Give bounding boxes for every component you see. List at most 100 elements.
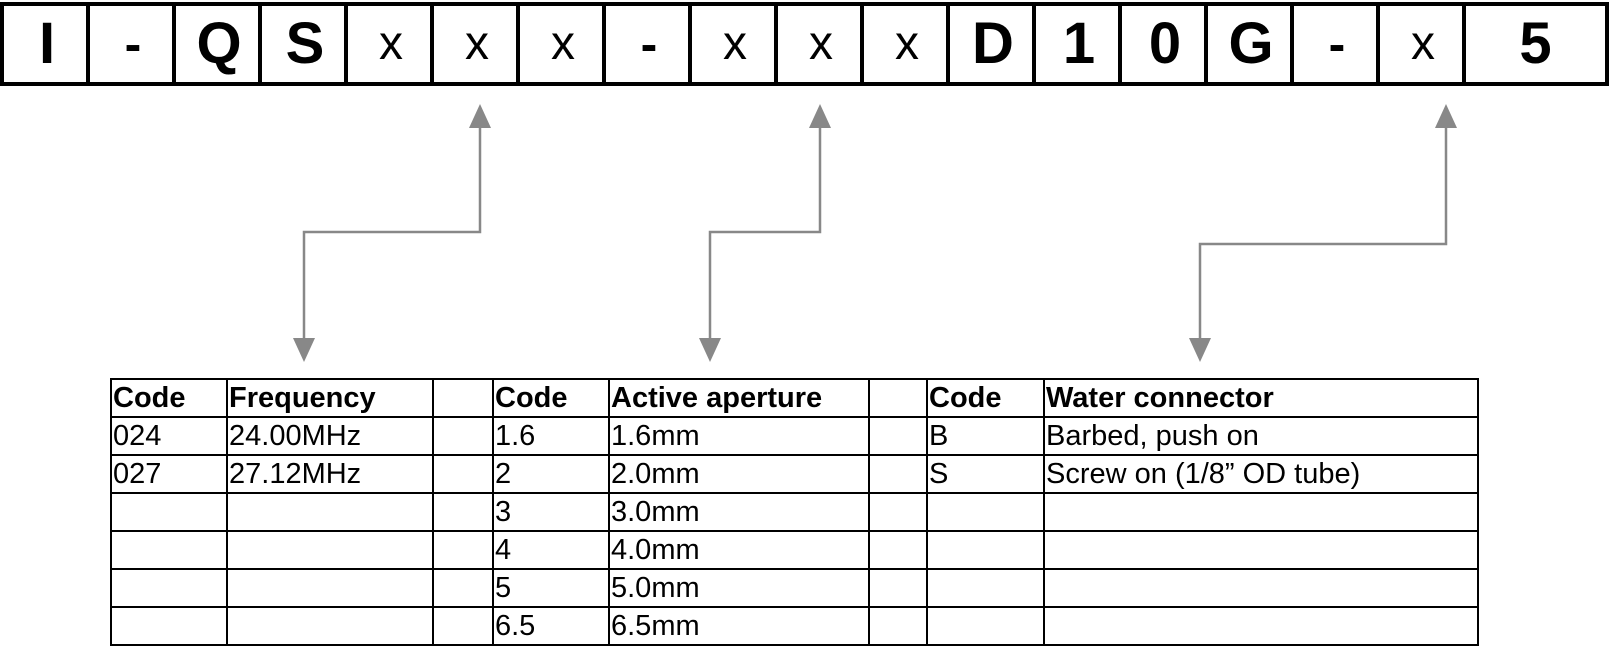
part-char-box: x	[344, 2, 434, 86]
part-char-box: 1	[1032, 2, 1122, 86]
water-connector-value-cell	[1043, 530, 1479, 570]
table-spacer-cell	[868, 416, 928, 456]
water-connector-code-cell	[926, 492, 1045, 532]
part-char: D	[972, 11, 1014, 76]
table-spacer-cell	[432, 416, 494, 456]
part-char: x	[1411, 17, 1435, 70]
water-connector-code-cell: B	[926, 416, 1045, 456]
frequency-code-cell: 024	[110, 416, 228, 456]
table-spacer-cell	[432, 568, 494, 608]
part-char: I	[38, 11, 56, 76]
aperture-value-cell: 5.0mm	[608, 568, 870, 608]
table-spacer-cell	[868, 378, 928, 418]
water-connector-value-cell	[1043, 568, 1479, 608]
water-connector-code-cell: S	[926, 454, 1045, 494]
water-connector-value-cell	[1043, 492, 1479, 532]
frequency-value-cell	[226, 530, 434, 570]
frequency-code-cell	[110, 530, 228, 570]
aperture-arrowhead-bottom	[699, 338, 721, 362]
part-char: x	[723, 17, 747, 70]
part-char-box: x	[516, 2, 606, 86]
aperture-value-cell: 3.0mm	[608, 492, 870, 532]
frequency-value-cell	[226, 492, 434, 532]
water-connector-value-cell	[1043, 606, 1479, 646]
frequency-code-cell	[110, 568, 228, 608]
part-char: x	[551, 17, 575, 70]
table-spacer-cell	[868, 454, 928, 494]
aperture-code-cell: 2	[492, 454, 610, 494]
aperture-arrowhead-top	[809, 104, 831, 128]
part-char-box: -	[86, 2, 176, 86]
part-char-box: x	[430, 2, 520, 86]
frequency-arrowhead-bottom	[293, 338, 315, 362]
part-char-box: 5	[1462, 2, 1609, 86]
aperture-value-cell: 1.6mm	[608, 416, 870, 456]
table-spacer-cell	[868, 606, 928, 646]
water-connector-value-cell: Screw on (1/8” OD tube)	[1043, 454, 1479, 494]
water-connector-header-value: Water connector	[1043, 378, 1479, 418]
frequency-value-cell	[226, 568, 434, 608]
part-char: Q	[196, 11, 242, 76]
part-char: x	[895, 17, 919, 70]
water-connector-value-cell: Barbed, push on	[1043, 416, 1479, 456]
water-connector-code-cell	[926, 530, 1045, 570]
water-connector-arrowhead-top	[1435, 104, 1457, 128]
aperture-arrow	[699, 104, 831, 362]
table-spacer-cell	[432, 492, 494, 532]
frequency-header-value: Frequency	[226, 378, 434, 418]
part-char-box: x	[860, 2, 950, 86]
aperture-value-cell: 2.0mm	[608, 454, 870, 494]
table-spacer-cell	[432, 454, 494, 494]
frequency-value-cell: 24.00MHz	[226, 416, 434, 456]
table-spacer-cell	[432, 530, 494, 570]
water-connector-code-cell	[926, 606, 1045, 646]
part-char: -	[640, 16, 658, 72]
table-spacer-cell	[868, 530, 928, 570]
water-connector-arrow	[1189, 104, 1457, 362]
water-connector-code-cell	[926, 568, 1045, 608]
aperture-header-value: Active aperture	[608, 378, 870, 418]
aperture-header-code: Code	[492, 378, 610, 418]
frequency-arrowhead-top	[469, 104, 491, 128]
part-char: -	[1328, 16, 1346, 72]
part-char: x	[465, 17, 489, 70]
frequency-code-cell	[110, 606, 228, 646]
aperture-code-cell: 6.5	[492, 606, 610, 646]
frequency-code-cell	[110, 492, 228, 532]
part-char: S	[285, 11, 325, 76]
part-char-box: x	[1376, 2, 1466, 86]
part-char: 1	[1062, 11, 1096, 76]
aperture-code-cell: 3	[492, 492, 610, 532]
part-char-box: x	[688, 2, 778, 86]
aperture-code-cell: 4	[492, 530, 610, 570]
aperture-code-cell: 5	[492, 568, 610, 608]
aperture-value-cell: 4.0mm	[608, 530, 870, 570]
part-char-box: Q	[172, 2, 262, 86]
part-char: 5	[1519, 11, 1552, 76]
part-char-box: 0	[1118, 2, 1208, 86]
part-char: x	[379, 17, 403, 70]
frequency-value-cell: 27.12MHz	[226, 454, 434, 494]
frequency-header-code: Code	[110, 378, 228, 418]
aperture-code-cell: 1.6	[492, 416, 610, 456]
part-char: 0	[1148, 11, 1182, 76]
part-char-box: I	[0, 2, 90, 86]
water-connector-header-code: Code	[926, 378, 1045, 418]
table-spacer-cell	[868, 568, 928, 608]
part-char-box: x	[774, 2, 864, 86]
part-char-box: D	[946, 2, 1036, 86]
frequency-arrow	[293, 104, 491, 362]
table-spacer-cell	[432, 378, 494, 418]
frequency-value-cell	[226, 606, 434, 646]
part-char-box: S	[258, 2, 348, 86]
